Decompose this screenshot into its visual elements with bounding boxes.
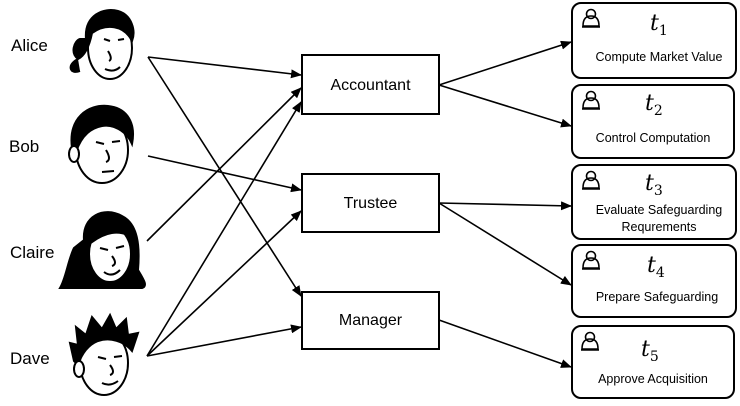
person-dave: Dave [10,312,140,396]
task-box [571,84,735,159]
task-label-t3-line2: Requrements [621,220,696,234]
task-box [571,164,737,240]
face-icon [68,312,140,396]
task-t1: t1 Compute Market Value [571,2,737,79]
person-name-bob: Bob [9,137,39,156]
task-label-t3-line1: Evaluate Safeguarding [596,203,723,217]
role-task-edges [438,40,572,368]
face-icon [68,104,134,184]
role-label-accountant: Accountant [330,77,411,94]
user-icon [581,331,599,351]
person-name-alice: Alice [11,36,48,55]
task-box [571,325,735,399]
task-t3: t3 Evaluate Safeguarding Requrements [571,164,737,240]
user-icon [582,90,600,110]
edge-claire-accountant [146,87,302,242]
task-id-t4: t4 [647,253,665,281]
task-label-t4: Prepare Safeguarding [596,290,718,304]
task-t2: t2 Control Computation [571,84,735,159]
edge-alice-accountant [147,56,302,79]
user-icon [582,8,600,28]
edge-dave-trustee [146,210,302,357]
edge-manager-t5 [438,319,572,368]
person-name-dave: Dave [10,349,50,368]
role-box [301,173,440,233]
person-claire: Claire [10,211,146,289]
role-accountant: Accountant [301,54,440,115]
task-t4: t4 Prepare Safeguarding [571,244,737,318]
task-box [571,2,737,79]
role-box [301,54,440,115]
face-icon [58,211,146,289]
edge-alice-manager [147,56,302,297]
task-label-t5: Approve Acquisition [598,372,708,386]
role-label-trustee: Trustee [344,195,398,212]
edge-bob-trustee [147,155,302,193]
role-label-manager: Manager [339,312,403,329]
edge-dave-manager [146,324,302,357]
person-alice: Alice [11,9,135,80]
task-id-t3: t3 [645,171,663,199]
person-name-claire: Claire [10,243,54,262]
edge-trustee-t3 [438,201,572,211]
edge-trustee-t4 [438,202,572,286]
task-id-t5: t5 [641,337,659,365]
task-label-t1: Compute Market Value [596,50,723,64]
edge-accountant-t1 [438,40,572,86]
task-id-t2: t2 [645,91,663,119]
user-icon [582,170,600,190]
user-icon [582,250,600,270]
task-t5: t5 Approve Acquisition [571,325,735,399]
edge-accountant-t2 [438,84,572,128]
edge-dave-accountant [146,101,302,357]
task-id-t1: t1 [650,11,668,39]
person-role-edges [146,56,302,357]
person-bob: Bob [9,104,134,184]
task-label-t2: Control Computation [596,131,711,145]
face-icon [69,9,135,80]
role-trustee: Trustee [301,173,440,233]
task-box [571,244,737,318]
role-box [301,291,440,350]
role-manager: Manager [301,291,440,350]
